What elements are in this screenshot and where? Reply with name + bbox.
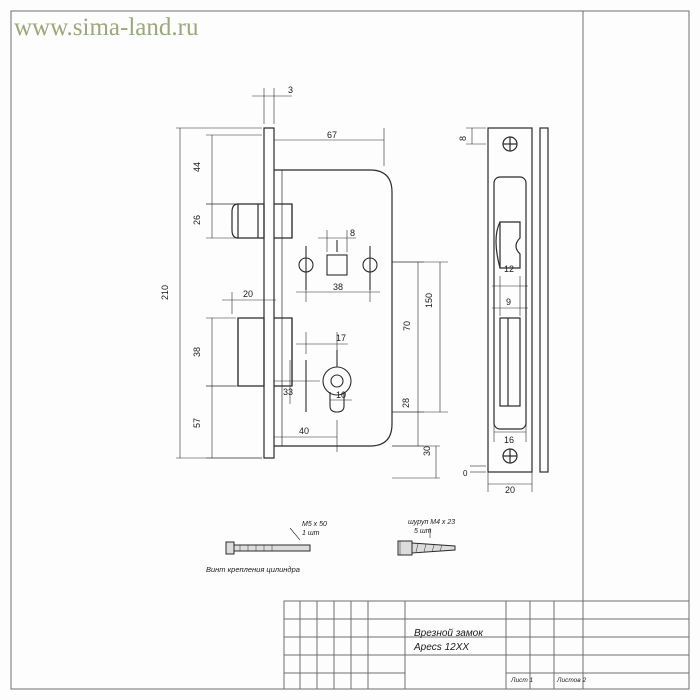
dim-28: 28 — [401, 398, 411, 408]
strike-plate — [487, 127, 549, 473]
drawing-frame — [10, 10, 690, 690]
watermark-prefix: www. — [14, 14, 73, 41]
dim-3: 3 — [288, 85, 293, 95]
cylinder-screw — [225, 541, 311, 555]
title-block — [283, 600, 690, 690]
dim-12: 12 — [504, 264, 514, 274]
dim-40: 40 — [299, 426, 309, 436]
screw-caption: Винт крепления цилиндра — [206, 565, 300, 574]
dim-44: 44 — [192, 162, 202, 172]
screw-spec: M5 x 50 — [302, 521, 327, 528]
dim-67: 67 — [327, 130, 337, 140]
strike-dimension-lines — [466, 127, 533, 492]
dim-16: 16 — [504, 435, 514, 445]
dim-70: 70 — [402, 321, 412, 331]
dim-9: 9 — [506, 297, 511, 307]
cylinder-screw-leader — [289, 527, 301, 541]
dim-38-top: 38 — [333, 282, 343, 292]
watermark-main: sima-land.ru — [72, 14, 199, 41]
drawing-title-1: Врезной замок — [414, 628, 484, 639]
sheet-label: Лист 1 — [510, 677, 534, 684]
fastener-labels: M5 x 50 1 шт Винт крепления цилиндра шур… — [206, 519, 455, 574]
dim-20-plate: 20 — [505, 485, 515, 495]
dim-33: 33 — [283, 387, 293, 397]
title-block-text: Врезной замок Apecs 12XX Лист 1 Листов 2 — [413, 628, 586, 684]
woodscrew-spec: шуруп M4 x 23 — [408, 519, 455, 526]
screw-qty: 1 шт — [302, 530, 320, 537]
dim-57: 57 — [192, 418, 202, 428]
dim-8: 8 — [350, 228, 355, 238]
wood-screw — [397, 540, 456, 556]
dim-150: 150 — [424, 293, 434, 308]
dim-10: 10 — [336, 390, 346, 400]
drawing-title-2: Apecs 12XX — [413, 642, 469, 653]
dim-8-plate: 8 — [458, 136, 468, 141]
lock-holes — [298, 240, 378, 290]
lock-body-outline — [231, 127, 393, 459]
dim-210: 210 — [160, 285, 170, 300]
dim-38-left: 38 — [192, 347, 202, 357]
dim-30: 30 — [422, 446, 432, 456]
dim-0-bottom: 0 — [463, 469, 468, 478]
dim-20-left: 20 — [243, 289, 253, 299]
dimension-labels: 3 67 44 26 210 20 38 8 38 57 17 33 10 40… — [160, 85, 515, 495]
woodscrew-qty: 5 шт — [414, 528, 432, 535]
dimension-lines — [176, 88, 448, 479]
sheets-label: Листов 2 — [556, 677, 586, 684]
watermark: www.sima-land.ru — [14, 14, 198, 42]
dim-17: 17 — [336, 333, 346, 343]
dim-26: 26 — [192, 215, 202, 225]
